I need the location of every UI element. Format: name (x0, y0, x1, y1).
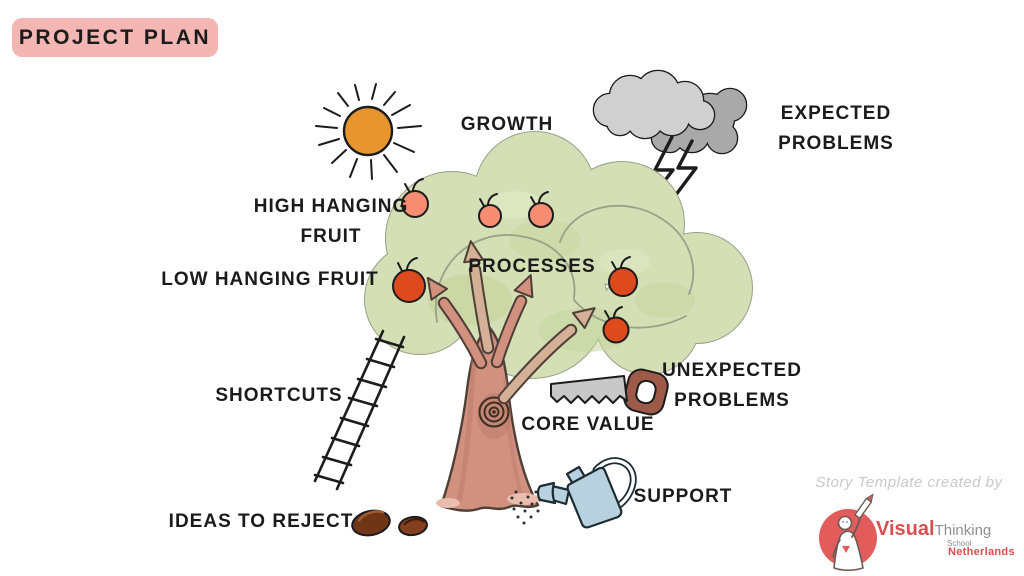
mascot-head (837, 515, 853, 531)
watering-can-icon (510, 457, 637, 529)
label-unexpected-problems: UNEXPECTED PROBLEMS (662, 359, 802, 411)
logo-visual: Visual (876, 518, 935, 540)
apple-icon (392, 269, 426, 303)
label-low-hanging-fruit: LOW HANGING FRUIT (161, 268, 379, 290)
apple-icon (608, 267, 638, 297)
mascot-icon (819, 493, 877, 572)
logo-wordmark: VisualThinking (876, 518, 991, 541)
logo-netherlands: Netherlands (948, 546, 1015, 558)
apple-icon (528, 202, 554, 228)
label-support: SUPPORT (633, 485, 733, 507)
sun-rays (315, 83, 422, 180)
water-drops-icon (510, 490, 542, 525)
label-processes: PROCESSES (468, 255, 596, 277)
logo-thinking: Thinking (934, 522, 992, 539)
storm-cloud-icon (592, 69, 748, 199)
label-expected-problems: EXPECTED PROBLEMS (778, 102, 894, 154)
apple-icons (392, 178, 638, 344)
apple-icon (401, 190, 429, 218)
rotten-fruit-icon (351, 509, 391, 537)
apple-icon (602, 316, 630, 344)
page-title-badge: PROJECT PLAN (12, 18, 218, 57)
saw-icon (550, 368, 669, 416)
label-shortcuts: SHORTCUTS (215, 384, 343, 406)
apple-stems (397, 178, 631, 319)
trunk-knot-spiral (477, 393, 511, 439)
can-body (566, 466, 623, 529)
growth-arrows-icon (426, 240, 596, 405)
mascot-emblem (842, 546, 850, 553)
label-core-value: CORE VALUE (521, 413, 655, 435)
credit-text: Story Template created by (815, 474, 1003, 491)
label-ideas-to-reject: IDEAS TO REJECT (168, 510, 354, 532)
pencil-icon (853, 493, 874, 520)
sun-icon (315, 83, 422, 180)
rotten-fruit-icons (351, 509, 428, 537)
page-title: PROJECT PLAN (18, 25, 212, 49)
apple-icon (478, 204, 502, 228)
ladder-icon (313, 329, 406, 491)
logo-school: School (947, 539, 972, 548)
label-high-hanging-fruit: HIGH HANGING FRUIT (253, 195, 409, 247)
rotten-fruit-icon (398, 515, 428, 537)
tree-trunk (436, 324, 540, 512)
label-growth: GROWTH (460, 113, 554, 135)
